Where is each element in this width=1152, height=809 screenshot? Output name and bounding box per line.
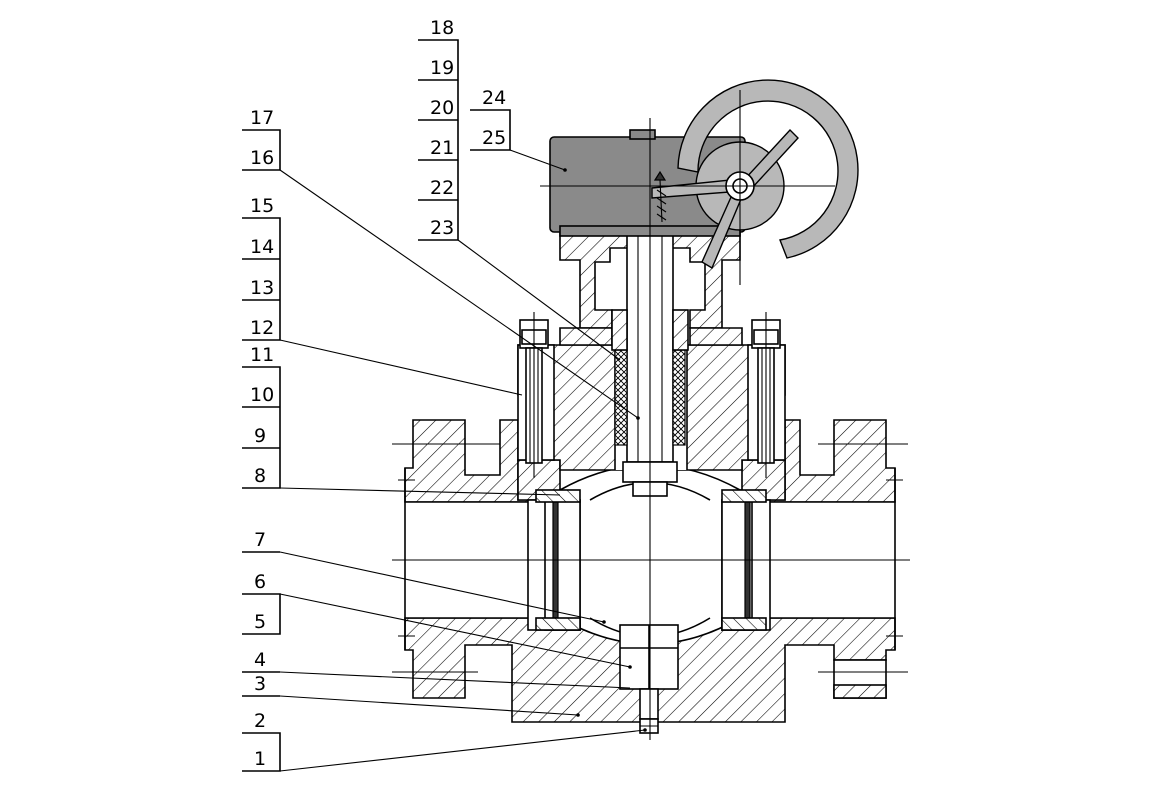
callout-11: 11 — [250, 344, 274, 366]
center-lines — [392, 90, 910, 740]
callout-13: 13 — [250, 277, 274, 299]
callout-6: 6 — [254, 571, 266, 593]
packing — [611, 309, 689, 446]
callout-14: 14 — [250, 236, 274, 258]
lower-trunnion — [619, 624, 679, 734]
yoke-bracket — [559, 231, 743, 346]
leader-lines — [242, 39, 647, 772]
callout-1: 1 — [254, 748, 266, 770]
callout-labels: 17 16 15 14 13 12 11 10 9 8 7 6 5 4 3 2 … — [250, 17, 506, 770]
callout-7: 7 — [254, 529, 266, 551]
seat-ring-right — [721, 489, 771, 631]
callout-18: 18 — [430, 17, 454, 39]
callout-20: 20 — [430, 97, 454, 119]
callout-22: 22 — [430, 177, 454, 199]
callout-15: 15 — [250, 195, 274, 217]
callout-17: 17 — [250, 107, 274, 129]
callout-21: 21 — [430, 137, 454, 159]
callout-12: 12 — [250, 317, 274, 339]
callout-2: 2 — [254, 710, 266, 732]
callout-9: 9 — [254, 425, 266, 447]
seat-ring-left — [527, 489, 581, 631]
callout-25: 25 — [482, 127, 506, 149]
callout-19: 19 — [430, 57, 454, 79]
callout-23: 23 — [430, 217, 454, 239]
callout-5: 5 — [254, 611, 266, 633]
callout-24: 24 — [482, 87, 506, 109]
callout-3: 3 — [254, 673, 266, 695]
callout-16: 16 — [250, 147, 274, 169]
callout-8: 8 — [254, 465, 266, 487]
callout-4: 4 — [254, 649, 266, 671]
callout-10: 10 — [250, 384, 274, 406]
